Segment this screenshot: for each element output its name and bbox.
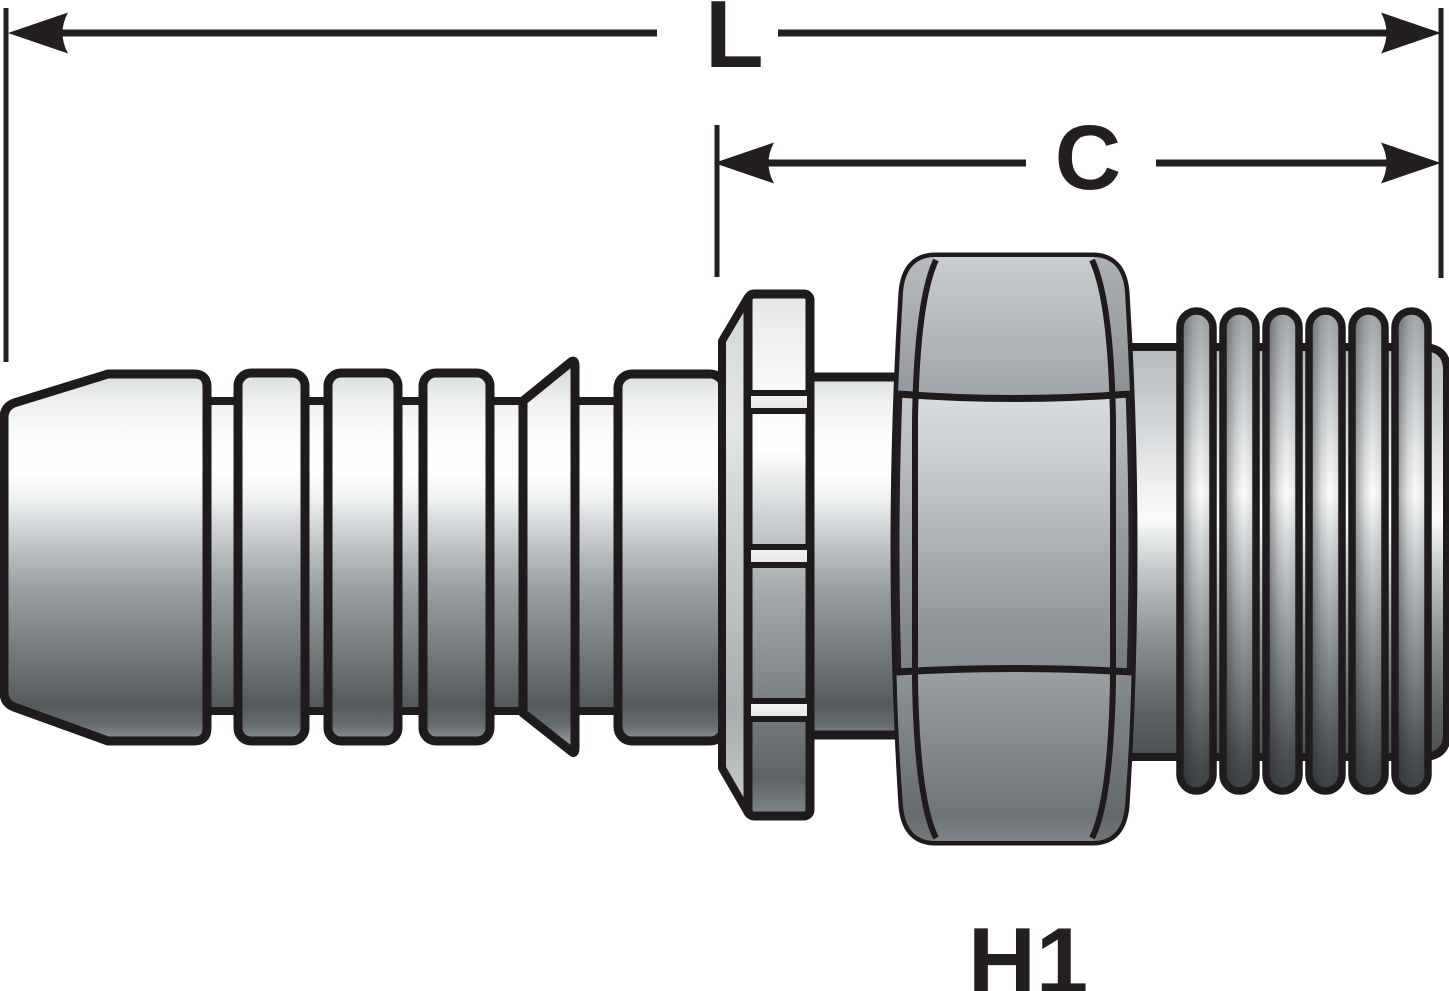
arrowhead-right-icon: [1381, 12, 1441, 54]
thread-crest-5: [1348, 307, 1389, 795]
hex-nut-bottom-facet: [896, 668, 1132, 841]
thread-crests: [1176, 307, 1432, 795]
dimension-L: [8, 12, 1441, 54]
flange-slot-middle: [745, 544, 813, 568]
hex-right-chamfer-line: [1089, 258, 1116, 840]
barb-flare: [518, 356, 580, 757]
hex-facet-line-lower: [896, 665, 1132, 676]
hex-nut-top-facet: [898, 257, 1130, 399]
hex-nut: [890, 252, 1138, 846]
collar: [613, 369, 729, 746]
arrowhead-left-icon: [714, 142, 774, 184]
dim-label-C: C: [1055, 107, 1121, 209]
coupling-body: [0, 252, 1449, 846]
barb-rib-1: [233, 368, 310, 746]
dimension-annotations: [3, 8, 1444, 362]
arrowhead-left-icon: [8, 12, 68, 54]
flange-slots: [745, 390, 813, 722]
barb-rib-3: [418, 368, 495, 746]
dimension-C: [714, 142, 1441, 184]
dim-label-L: L: [705, 0, 764, 88]
arrowhead-right-icon: [1381, 142, 1441, 184]
thread-crest-4: [1305, 307, 1346, 795]
thread-crest-2: [1219, 307, 1260, 795]
flange-slot-bottom: [745, 698, 813, 722]
hex-facet-line-upper: [897, 390, 1131, 402]
hex-left-chamfer-line: [912, 258, 939, 840]
thread-crest-3: [1262, 307, 1303, 795]
thread-crest-1: [1176, 307, 1217, 795]
hose-barb-nose: [0, 369, 212, 746]
barb-rib-2: [323, 368, 403, 746]
thread-crest-6: [1391, 307, 1432, 795]
hose-barb-ribs: [233, 368, 495, 746]
flange-slot-top: [745, 390, 813, 414]
hex-size-label: H1: [968, 908, 1088, 991]
